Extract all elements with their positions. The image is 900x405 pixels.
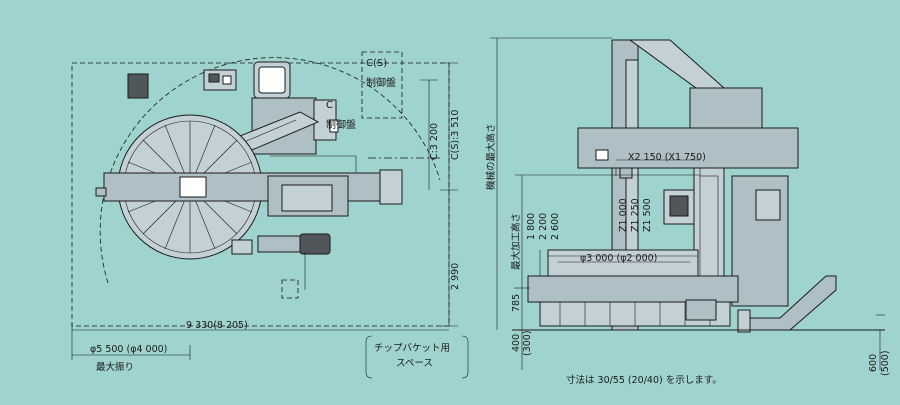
chip-bucket-space bbox=[281, 279, 299, 299]
spindle-head-inner bbox=[258, 66, 286, 94]
base bbox=[527, 275, 739, 303]
chip-conveyor-head bbox=[231, 239, 253, 255]
dim-c-height: C:3 200 bbox=[429, 123, 440, 160]
side-view: 機械の最大高さ 最大加工高さ X2 150 (X1 750) Z1 000 Z1… bbox=[485, 37, 891, 386]
dim-600: 600 bbox=[868, 354, 879, 372]
drive-block bbox=[685, 299, 717, 321]
pipe-line bbox=[270, 155, 357, 172]
rail-stub bbox=[619, 167, 633, 179]
dim-785: 785 bbox=[511, 294, 522, 312]
side-dim-lines bbox=[490, 37, 885, 370]
chip-bracket-left bbox=[365, 335, 373, 379]
bed-center-block bbox=[179, 176, 207, 198]
conveyor-base bbox=[737, 309, 751, 333]
bed-left-stub bbox=[95, 187, 107, 197]
bed-end-cap bbox=[379, 169, 403, 205]
max-height-label: 機械の最大高さ bbox=[485, 123, 497, 190]
dim-h1: 1 800 bbox=[526, 213, 537, 240]
chip-conveyor-plan bbox=[257, 235, 305, 253]
saddle-inner bbox=[281, 184, 333, 212]
dim-z1: Z1 000 bbox=[618, 198, 629, 232]
chip-label-line2: スペース bbox=[396, 358, 433, 369]
footnote: 寸法は 30/55 (20/40) を示します。 bbox=[566, 374, 722, 386]
ram-housing bbox=[689, 87, 763, 129]
panel-cs-label: C(S) bbox=[366, 58, 387, 69]
dim-cs-height: C(S):3 510 bbox=[450, 110, 461, 160]
small-unit-1 bbox=[127, 73, 149, 99]
panel-c-sub: 制御盤 bbox=[326, 118, 356, 131]
dim-z2: Z1 250 bbox=[630, 198, 641, 232]
operator-screen bbox=[669, 195, 689, 217]
base-ribs bbox=[559, 302, 711, 326]
dim-z3: Z1 500 bbox=[642, 198, 653, 232]
small-unit-2-detail-b bbox=[222, 75, 232, 85]
chip-conveyor-motor bbox=[299, 233, 331, 255]
dim-400: 400 bbox=[511, 334, 522, 352]
dim-table: φ3 000 (φ2 000) bbox=[580, 253, 657, 264]
dim-depth: 2 990 bbox=[450, 263, 461, 290]
dim-300: (300) bbox=[522, 330, 533, 356]
dim-swing: φ5 500 (φ4 000) bbox=[90, 344, 167, 355]
cross-rail bbox=[577, 127, 799, 169]
chip-bracket-right bbox=[461, 335, 469, 379]
cross-rail-detail bbox=[595, 149, 609, 161]
bed-beam bbox=[103, 172, 395, 202]
panel-cs-sub: 制御盤 bbox=[366, 76, 396, 89]
dim-width: 9 330(8 205) bbox=[186, 320, 248, 331]
max-swing-circle bbox=[99, 57, 441, 284]
plan-dim-lines bbox=[71, 62, 458, 360]
dim-h2: 2 200 bbox=[538, 213, 549, 240]
dim-h3: 2 600 bbox=[550, 213, 561, 240]
table-side bbox=[547, 249, 699, 277]
dim-x: X2 150 (X1 750) bbox=[628, 152, 706, 163]
small-unit-2-detail bbox=[208, 73, 220, 83]
max-work-height-label: 最大加工高さ bbox=[510, 213, 522, 270]
chip-label-line1: チップバケット用 bbox=[374, 343, 450, 354]
right-cabinet-door bbox=[755, 189, 781, 221]
panel-c-label: C bbox=[326, 100, 333, 111]
panel-c-detail bbox=[329, 119, 339, 133]
dim-500: (500) bbox=[880, 350, 891, 376]
swing-label: 最大振り bbox=[96, 361, 134, 373]
plan-view: C(S) 制御盤 C 制御盤 C:3 200 C(S):3 510 2 990 … bbox=[71, 51, 469, 379]
panel-cs-envelope bbox=[361, 51, 403, 119]
